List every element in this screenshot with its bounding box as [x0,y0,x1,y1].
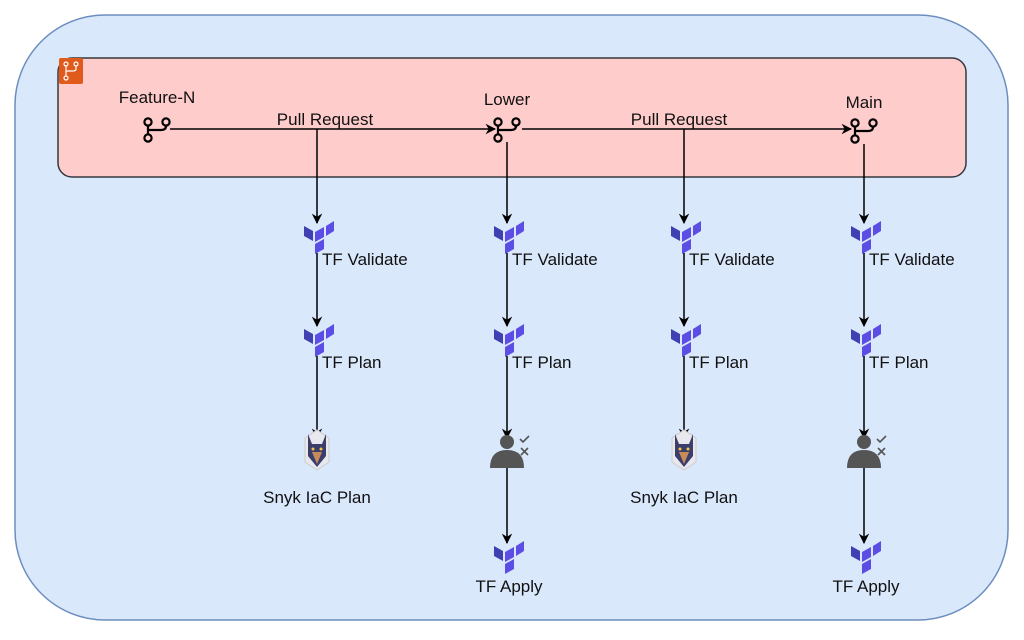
step-label: TF Validate [512,250,598,269]
terraform-icon [671,221,701,254]
git-branch-icon [850,118,878,144]
approver-icon [490,435,530,468]
terraform-icon [304,324,334,357]
step-label: TF Plan [689,353,749,372]
pull-request-label: Pull Request [631,110,728,129]
terraform-icon [851,541,881,574]
git-branch-icon [143,117,171,143]
approver-icon [847,435,887,468]
snyk-icon [671,429,697,471]
branch-label: Main [846,93,883,112]
step-label: TF Validate [322,250,408,269]
terraform-icon [851,324,881,357]
step-label: TF Validate [689,250,775,269]
pull-request-label: Pull Request [277,110,374,129]
git-repo-icon [59,58,83,84]
step-label: Snyk IaC Plan [630,488,738,507]
step-label: TF Apply [475,577,543,596]
terraform-icon [494,221,524,254]
step-label: TF Plan [512,353,572,372]
git-branch-icon [493,117,521,143]
step-label: TF Apply [832,577,900,596]
terraform-icon [671,324,701,357]
branch-label: Feature-N [119,88,196,107]
repository-box [57,57,967,178]
terraform-icon [304,221,334,254]
step-label: TF Plan [869,353,929,372]
terraform-icon [494,324,524,357]
branch-label: Lower [484,90,531,109]
terraform-icon [494,541,524,574]
terraform-icon [851,221,881,254]
snyk-icon [304,429,330,471]
step-label: TF Plan [322,353,382,372]
step-label: Snyk IaC Plan [263,488,371,507]
step-label: TF Validate [869,250,955,269]
